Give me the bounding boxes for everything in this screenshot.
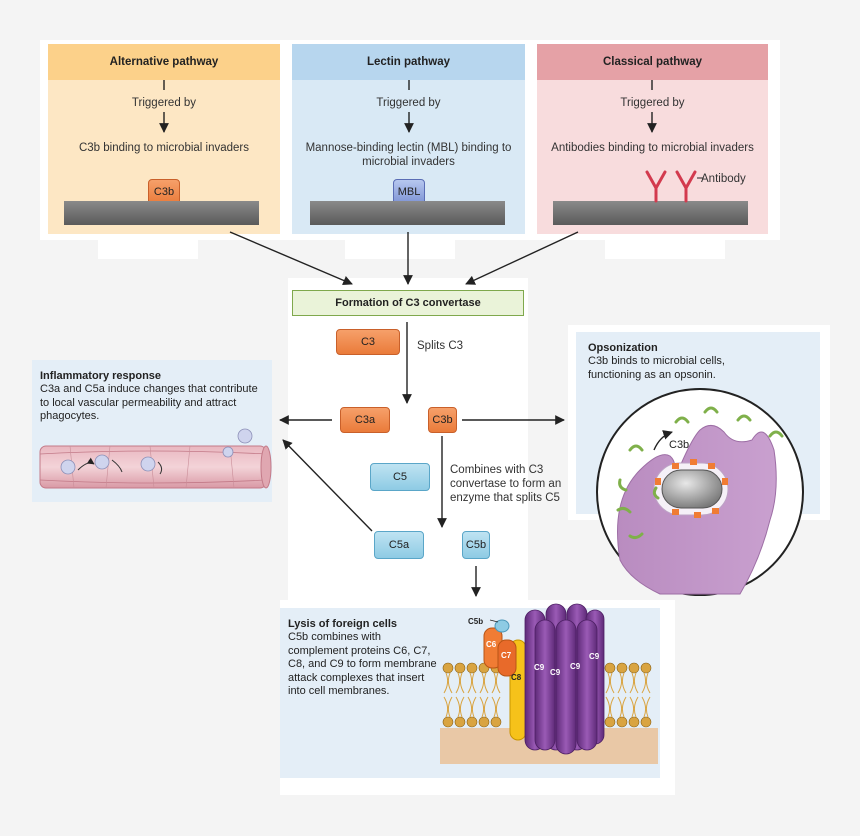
antibody-icon [645,170,697,203]
c3a-pill: C3a [340,407,390,433]
c3b-pill: C3b [428,407,457,433]
phagocyte-illustration [596,388,804,596]
combines-text: Combines with C3 convertase to form an e… [450,464,562,504]
alternative-pathway-panel: Alternative pathway Triggered by C3b bin… [48,44,280,234]
mac-label-c9-d: C9 [589,652,600,661]
mac-label-c9-a: C9 [534,663,545,672]
convergence-arrows [229,231,579,286]
inflammatory-text: C3a and C5a induce changes that contribu… [40,383,258,422]
lectin-triggered-by: Triggered by [376,97,441,109]
opsonization-c3b-label: C3b [669,439,689,451]
opsonization-text: C3b binds to microbial cells, functionin… [588,355,725,381]
antibody-label: Antibody [701,173,746,185]
top-background-tabs-2 [345,235,455,259]
classical-triggered-by: Triggered by [620,97,685,109]
blood-vessel-illustration [39,428,272,489]
microbe-surface [553,201,748,225]
lysis-text: C5b combines with complement proteins C6… [288,631,437,697]
lectin-pathway-title: Lectin pathway [292,44,525,80]
alternative-pathway-title: Alternative pathway [48,44,280,80]
microbe-surface [64,201,259,225]
mac-label-c8: C8 [511,673,522,682]
c5-pill: C5 [370,463,430,491]
membrane-attack-complex [440,603,658,764]
mac-label-c6: C6 [486,640,497,649]
alternative-trigger-text: C3b binding to microbial invaders [78,142,250,154]
c3-pill: C3 [336,329,400,355]
mac-label-c9-b: C9 [550,668,561,677]
mac-label-c7: C7 [501,651,512,660]
c5b-pill: C5b [462,531,490,559]
splits-c3-text: Splits C3 [417,340,464,352]
mac-label-c9-c: C9 [570,662,581,671]
inflammatory-title: Inflammatory response [40,370,162,382]
c3-convertase-title: Formation of C3 convertase [335,297,481,309]
lectin-trigger-text: Mannose-binding lectin (MBL) binding to … [305,142,512,168]
lectin-pathway-panel: Lectin pathway Triggered by Mannose-bind… [292,44,525,234]
c3b-badge: C3b [148,179,180,205]
top-background-tabs-3 [605,235,725,259]
classical-trigger-text: Antibodies binding to microbial invaders [551,142,754,154]
alternative-triggered-by: Triggered by [131,97,197,109]
pathway-arrows [159,80,657,133]
flow-arrows [279,322,565,597]
classical-pathway-panel: Classical pathway Triggered by Antibodie… [537,44,768,234]
lipid-bilayer-left [440,662,510,764]
microbe-surface [310,201,505,225]
lysis-title: Lysis of foreign cells [288,618,398,630]
classical-pathway-title: Classical pathway [537,44,768,80]
mac-label-c5b: C5b [468,617,483,626]
c5a-pill: C5a [374,531,424,559]
opsonization-title: Opsonization [588,342,658,354]
c3-convertase-box: Formation of C3 convertase [292,290,524,316]
mbl-badge: MBL [393,179,425,205]
top-background-tabs [98,235,198,259]
